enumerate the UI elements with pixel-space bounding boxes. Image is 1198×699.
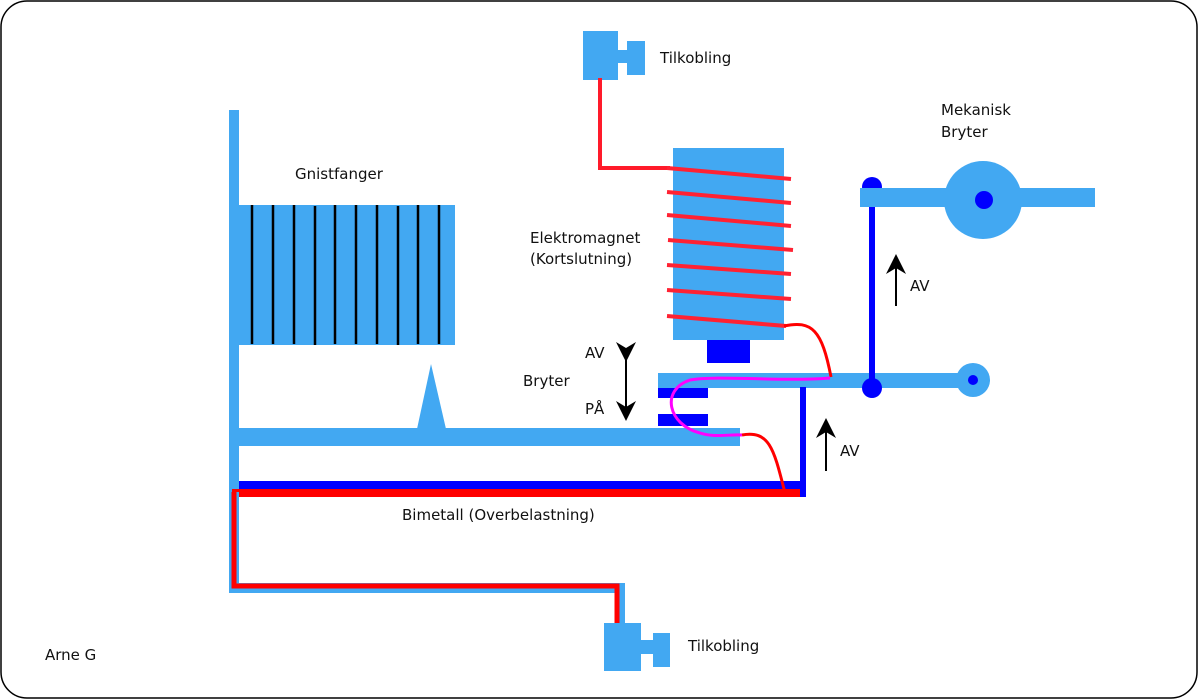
label-mech-off: AV — [910, 277, 930, 295]
arc-chute — [239, 205, 455, 345]
connector-bottom-icon — [604, 623, 670, 671]
label-mechanical-switch: Bryter — [941, 123, 988, 141]
label-electromagnet: Elektromagnet — [530, 229, 641, 247]
coil-lead — [783, 322, 833, 378]
mech-linkage-rod — [869, 186, 875, 390]
arc-horn — [417, 364, 446, 429]
bimetal-lead — [741, 432, 787, 494]
bimetal-pushrod — [800, 387, 806, 497]
label-author: Arne G — [45, 646, 96, 664]
wire-bottom — [231, 492, 620, 626]
frame-vertical — [229, 110, 239, 590]
fixed-contact-bar — [239, 428, 740, 446]
bimetal-strip — [239, 481, 806, 489]
linkage-end-bottom — [862, 378, 882, 398]
contact-lower — [658, 414, 708, 426]
label-switch-on: PÅ — [585, 399, 605, 418]
bimetal-heater — [232, 489, 800, 497]
moving-contact-bar — [658, 373, 960, 388]
label-connector-top: Tilkobling — [659, 49, 731, 67]
label-switch-off: AV — [585, 344, 605, 362]
label-bimetal-off: AV — [840, 442, 860, 460]
label-bimetal: Bimetall (Overbelastning) — [402, 506, 595, 524]
label-arc-chute: Gnistfanger — [295, 165, 384, 183]
label-mechanical: Mekanisk — [941, 101, 1011, 119]
wire-top — [598, 78, 670, 170]
label-short-circuit: (Kortslutning) — [530, 250, 632, 268]
switch-pivot-pin — [968, 375, 978, 385]
contact-upper — [658, 388, 708, 398]
arc-chute-plates — [250, 205, 441, 345]
flexible-lead — [669, 376, 831, 438]
label-switch: Bryter — [523, 372, 570, 390]
electromagnet-plunger — [707, 340, 750, 363]
connector-top-icon — [583, 31, 645, 80]
label-connector-bottom: Tilkobling — [687, 637, 759, 655]
electromagnet-coil — [666, 166, 794, 328]
mech-switch-pin — [975, 191, 993, 209]
